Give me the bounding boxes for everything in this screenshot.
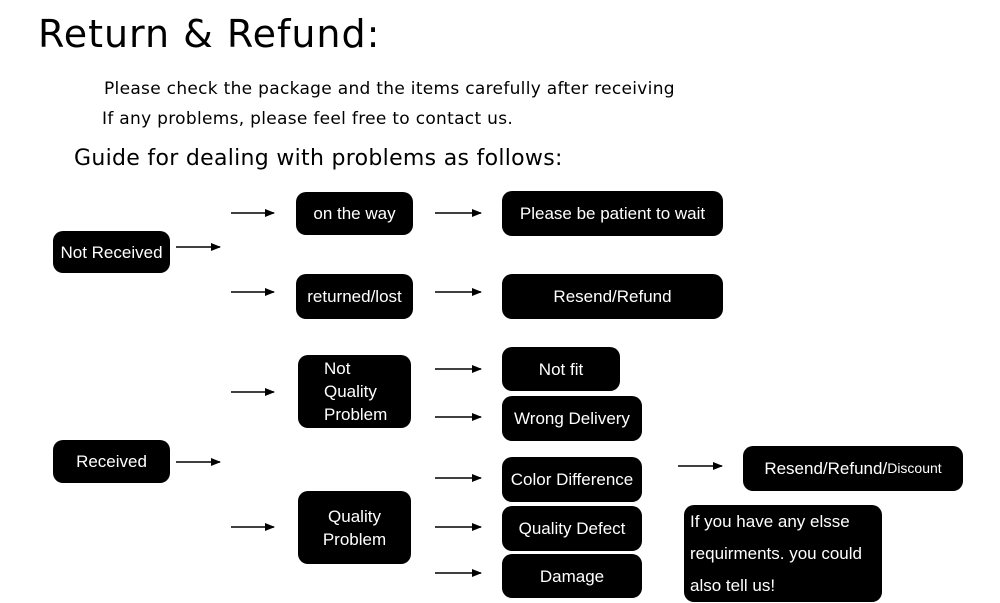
intro-line-2: If any problems, please feel free to con… [102,109,514,129]
node-not-fit: Not fit [502,347,620,391]
node-quality-problem: Quality Problem [298,491,411,564]
note-text: If you have any elsse requirments. you c… [690,511,862,595]
node-not-quality-problem: Not Quality Problem [298,355,411,428]
discount-label: Discount [887,460,942,476]
node-not-received: Not Received [53,231,170,273]
guide-heading: Guide for dealing with problems as follo… [74,146,563,171]
node-color-difference: Color Difference [502,457,642,502]
note-box: If you have any elsse requirments. you c… [684,505,882,602]
node-patient: Please be patient to wait [502,191,723,236]
resend-refund-label: Resend/Refund/ [764,459,888,478]
node-wrong-delivery: Wrong Delivery [502,396,642,441]
node-damage: Damage [502,554,642,598]
node-returned-lost: returned/lost [296,274,413,319]
node-resend-refund: Resend/Refund [502,274,723,319]
page-title: Return & Refund: [38,12,381,56]
node-quality-defect: Quality Defect [502,506,642,551]
intro-line-1: Please check the package and the items c… [104,79,675,99]
node-received: Received [53,440,170,483]
node-on-the-way: on the way [296,192,413,235]
node-resend-refund-discount: Resend/Refund/Discount [743,446,963,491]
